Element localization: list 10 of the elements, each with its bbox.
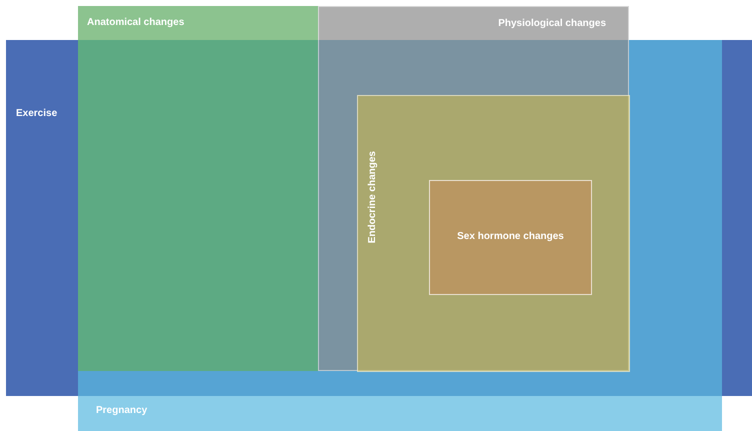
region-label: Anatomical changes [87, 17, 184, 29]
region-label: Pregnancy [96, 405, 148, 417]
region-panel [429, 180, 592, 295]
region-label: Exercise [16, 108, 58, 120]
region-label: Endocrine changes [367, 151, 379, 244]
region-panel [318, 6, 629, 371]
region-label: Physiological changes [498, 18, 606, 30]
region-panel [78, 6, 318, 371]
region-label: Sex hormone changes [456, 230, 565, 242]
region-panel [357, 95, 630, 372]
